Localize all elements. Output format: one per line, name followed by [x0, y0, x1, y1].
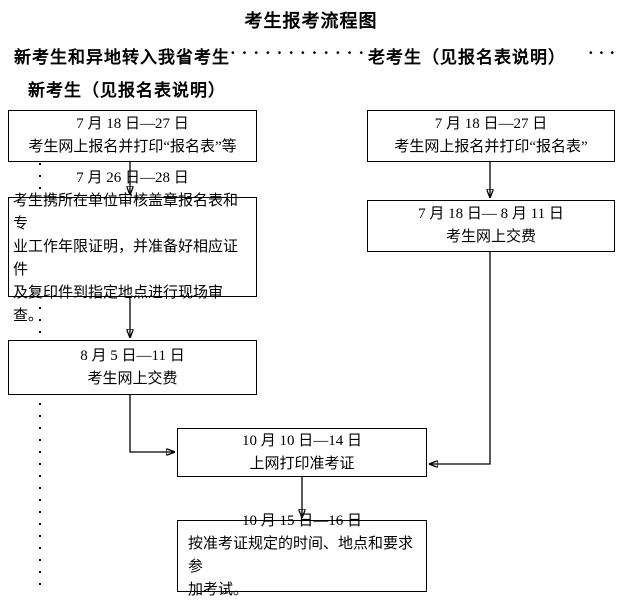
- header-middle-dots: ·············: [230, 43, 364, 62]
- box-left-online-payment: 8 月 5 日—11 日 考生网上交费: [8, 340, 257, 395]
- box-text: 按准考证规定的时间、地点和要求参: [188, 536, 414, 575]
- box-print-admission-ticket: 10 月 10 日—14 日 上网打印准考证: [177, 428, 427, 477]
- box-date: 7 月 26 日—28 日: [76, 169, 189, 186]
- box-text: 考生携所在单位审核盖章报名表和专: [13, 192, 239, 232]
- box-date: 8 月 5 日—11 日: [80, 347, 185, 364]
- header-new-and-transfer-label: 新考生和异地转入我省考生: [14, 48, 230, 67]
- box-left-onsite-review: 7 月 26 日—28 日 考生携所在单位审核盖章报名表和专 业工作年限证明，并…: [8, 170, 257, 324]
- box-date: 10 月 15 日—16 日: [241, 513, 362, 529]
- box-text: 考生网上报名并打印“报名表”: [394, 139, 588, 155]
- box-date: 7 月 18 日—27 日: [76, 116, 189, 132]
- box-right-register-print: 7 月 18 日—27 日 考生网上报名并打印“报名表”: [367, 110, 615, 162]
- box-text: 考生网上交费: [445, 229, 536, 245]
- arrow-left3-to-center1: [129, 395, 175, 452]
- box-text: 考生网上交费: [87, 370, 178, 387]
- box-take-exam: 10 月 15 日—16 日 按准考证规定的时间、地点和要求参 加考试。: [177, 513, 427, 598]
- box-text: 加考试。: [188, 582, 249, 598]
- box-right-online-payment: 7 月 18 日— 8 月 11 日 考生网上交费: [367, 200, 615, 252]
- header-end-dots: ···: [588, 43, 621, 62]
- header-old-candidate-label: 老考生（见报名表说明）: [368, 48, 566, 67]
- arrow-right2-to-center1: [429, 252, 491, 464]
- box-date: 7 月 18 日—27 日: [434, 116, 548, 132]
- box-date: 10 月 10 日—14 日: [241, 432, 362, 449]
- box-left-register-print: 7 月 18 日—27 日 考生网上报名并打印“报名表”等: [8, 110, 257, 162]
- box-text: 考生网上报名并打印“报名表”等: [28, 139, 237, 155]
- box-date: 7 月 18 日— 8 月 11 日: [418, 206, 564, 222]
- page-title: 考生报考流程图: [244, 11, 378, 31]
- box-text: 及复印件到指定地点进行现场审查。: [13, 284, 224, 324]
- box-text: 上网打印准考证: [249, 455, 355, 472]
- box-text: 业工作年限证明，并准备好相应证件: [13, 238, 239, 278]
- header-new-candidate-label: 新考生（见报名表说明）: [28, 81, 226, 100]
